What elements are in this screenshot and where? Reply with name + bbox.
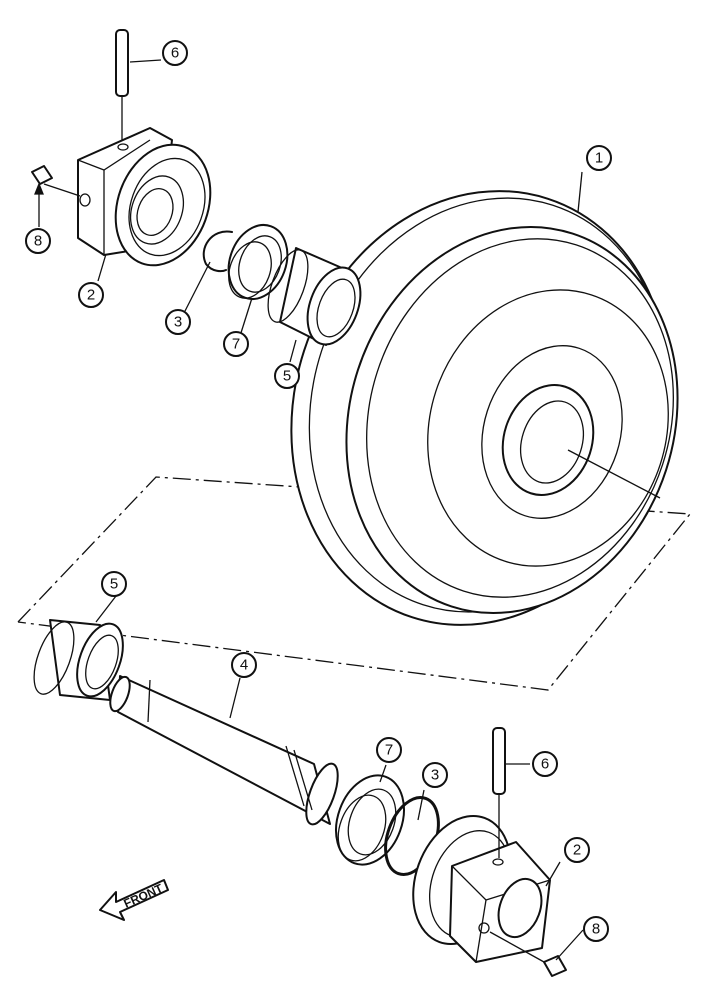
svg-text:5: 5 [283,368,291,385]
leader-lines [34,59,584,961]
svg-text:6: 6 [171,45,179,62]
callout-2-upper: 2 [78,282,104,308]
svg-text:3: 3 [431,767,439,784]
svg-text:7: 7 [385,742,393,759]
pin-upper [115,29,129,140]
callout-8-upper: 8 [25,228,51,254]
svg-text:2: 2 [87,287,95,304]
bearing-housing-lower [412,815,551,963]
callout-2-lower: 2 [564,837,590,863]
callout-3-lower: 3 [422,762,448,788]
pin-lower [492,727,506,858]
front-label: FRONT [122,881,166,911]
callout-8-lower: 8 [583,916,609,942]
shaft [109,675,339,826]
callout-4: 4 [231,652,257,678]
callout-6-lower: 6 [532,751,558,777]
bushing-lower [33,619,124,701]
plug-upper [31,165,81,197]
plug-lower [489,931,567,977]
callout-7-upper: 7 [223,331,249,357]
svg-text:7: 7 [232,336,240,353]
svg-text:4: 4 [240,657,248,674]
callout-5-lower: 5 [101,571,127,597]
bushing-upper [267,247,362,346]
svg-text:8: 8 [592,921,600,938]
svg-text:1: 1 [595,150,603,167]
callout-3-upper: 3 [165,309,191,335]
idler-wheel [290,190,679,626]
front-arrow: FRONT [99,879,169,921]
svg-text:2: 2 [573,842,581,859]
svg-text:5: 5 [110,576,118,593]
callout-1: 1 [586,145,612,171]
snap-ring-upper [202,230,233,273]
svg-text:6: 6 [541,756,549,773]
svg-text:3: 3 [174,314,182,331]
bearing-housing-upper [77,127,212,267]
callout-6-upper: 6 [162,40,188,66]
svg-text:8: 8 [34,233,42,250]
callout-7-lower: 7 [376,737,402,763]
callout-5-upper: 5 [274,363,300,389]
